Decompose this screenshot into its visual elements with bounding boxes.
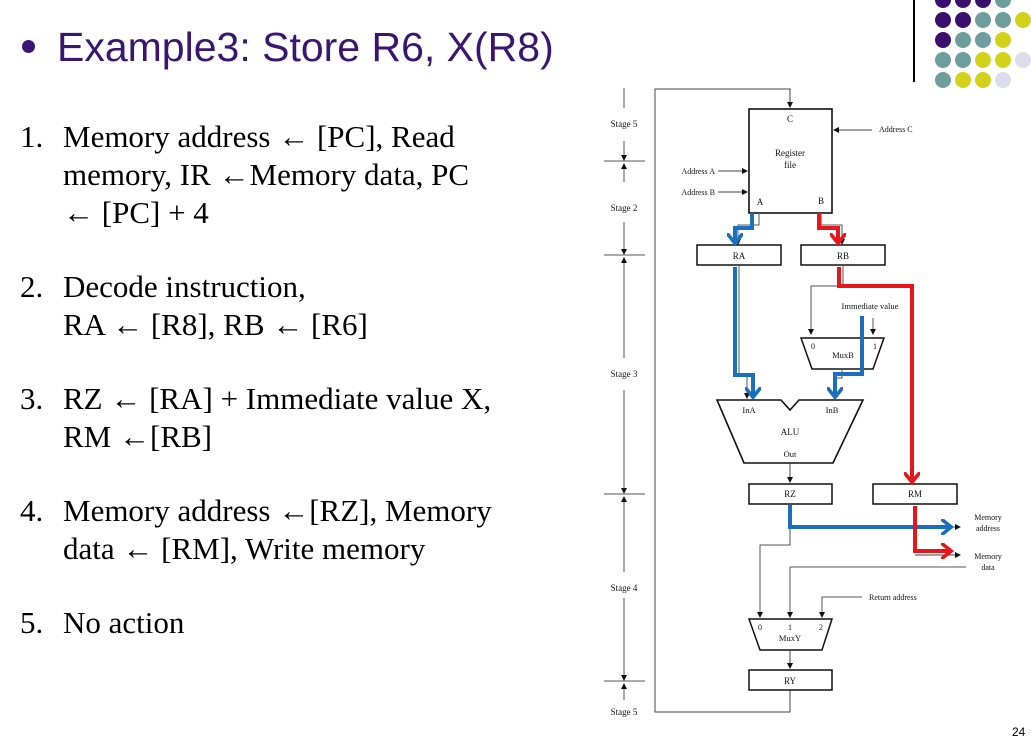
- step-line: Memory address ←[RZ], Memory: [63, 493, 492, 528]
- address-c-label: Address C: [879, 125, 913, 134]
- decor-dot: [935, 12, 951, 28]
- register-rz-label: RZ: [784, 489, 796, 499]
- step-line: data ← [RM], Write memory: [63, 531, 426, 566]
- step-list: 1. Memory address ← [PC], Read memory, I…: [20, 118, 590, 678]
- step-item: 5. No action: [20, 604, 590, 642]
- muxb-label: MuxB: [832, 350, 854, 360]
- muxy-input-0: 0: [758, 623, 762, 632]
- step-number: 5.: [20, 605, 44, 640]
- stage-label: Stage 3: [611, 369, 638, 379]
- step-line: RA ← [R8], RB ← [R6]: [63, 307, 368, 342]
- decor-dot: [975, 32, 991, 48]
- decor-dot: [955, 52, 971, 68]
- decor-dot: [955, 72, 971, 88]
- bullet-icon: [22, 39, 35, 53]
- step-number: 3.: [20, 381, 44, 416]
- decor-dot: [955, 32, 971, 48]
- decor-dot: [935, 72, 951, 88]
- alu-out-label: Out: [784, 449, 797, 459]
- muxb-input-1: 1: [873, 342, 877, 351]
- register-rb-label: RB: [837, 251, 849, 261]
- return-address-label: Return address: [869, 593, 917, 602]
- decor-dot: [955, 12, 971, 28]
- writeback-wire: [654, 88, 793, 713]
- highlight-path-red: [817, 213, 950, 551]
- mux-y: [747, 618, 834, 651]
- immediate-value-label: Immediate value: [842, 301, 899, 311]
- decor-divider: [913, 0, 915, 82]
- muxy-label: MuxY: [779, 633, 801, 643]
- alu-ina-label: InA: [742, 405, 756, 415]
- decor-dot: [995, 12, 1011, 28]
- step-item: 1. Memory address ← [PC], Read memory, I…: [20, 118, 590, 232]
- decor-dot: [995, 52, 1011, 68]
- muxy-input-1: 1: [788, 623, 792, 632]
- decor-dot: [975, 0, 991, 8]
- decor-dot: [1015, 52, 1031, 68]
- decor-dot: [935, 0, 951, 8]
- port-a-label: A: [757, 197, 764, 207]
- decor-dot: [995, 32, 1011, 48]
- step-item: 3. RZ ← [RA] + Immediate value X, RM ←[R…: [20, 380, 590, 456]
- stage-label: Stage 2: [611, 203, 638, 213]
- register-file-label: file: [784, 160, 796, 170]
- stage-label: Stage 4: [611, 583, 638, 593]
- decor-dot: [935, 52, 951, 68]
- step-item: 4. Memory address ←[RZ], Memory data ← […: [20, 492, 590, 568]
- slide-title: Example3: Store R6, X(R8): [18, 24, 554, 71]
- step-item: 2. Decode instruction, RA ← [R8], RB ← […: [20, 268, 590, 344]
- step-number: 4.: [20, 493, 44, 528]
- memory-address-label: address: [976, 524, 1000, 533]
- alu-label: ALU: [781, 427, 800, 437]
- memory-address-label: Memory: [974, 513, 1002, 522]
- step-line: RM ←[RB]: [63, 419, 212, 454]
- decor-dot: [955, 0, 971, 8]
- muxb-input-0: 0: [811, 342, 815, 351]
- step-line: memory, IR ←Memory data, PC: [63, 157, 470, 192]
- address-a-label: Address A: [681, 167, 715, 176]
- register-file: [748, 108, 833, 214]
- port-b-label: B: [818, 196, 824, 206]
- highlight-path-blue: [735, 213, 950, 527]
- decor-dot: [995, 0, 1011, 8]
- port-c-label: C: [787, 114, 793, 124]
- register-file-label: Register: [775, 148, 805, 158]
- register-ra-label: RA: [733, 251, 746, 261]
- decor-dot: [975, 72, 991, 88]
- memory-data-label: data: [981, 563, 995, 572]
- decor-dot: [1015, 12, 1031, 28]
- stage-label: Stage 5: [611, 119, 638, 129]
- step-number: 1.: [20, 119, 44, 154]
- register-ry: [748, 669, 833, 691]
- stage-label: Stage 5: [611, 707, 638, 717]
- alu-inb-label: InB: [826, 405, 839, 415]
- address-b-label: Address B: [681, 188, 715, 197]
- step-line: Decode instruction,: [63, 269, 306, 304]
- memory-data-label: Memory: [974, 552, 1002, 561]
- decor-dot: [995, 72, 1011, 88]
- step-line: ← [PC] + 4: [63, 195, 209, 230]
- step-line: Memory address ← [PC], Read: [63, 119, 455, 154]
- step-line: No action: [63, 605, 185, 640]
- decor-dot: [935, 32, 951, 48]
- muxy-input-2: 2: [819, 623, 823, 632]
- register-rm-label: RM: [908, 489, 922, 499]
- register-ry-label: RY: [784, 676, 797, 686]
- decor-dot: [975, 52, 991, 68]
- page-number: 24: [1012, 725, 1026, 739]
- step-line: RZ ← [RA] + Immediate value X,: [63, 381, 492, 416]
- stage-ruler: [604, 88, 645, 700]
- slide-title-text: Example3: Store R6, X(R8): [57, 24, 554, 70]
- step-number: 2.: [20, 269, 44, 304]
- decor-dot: [975, 12, 991, 28]
